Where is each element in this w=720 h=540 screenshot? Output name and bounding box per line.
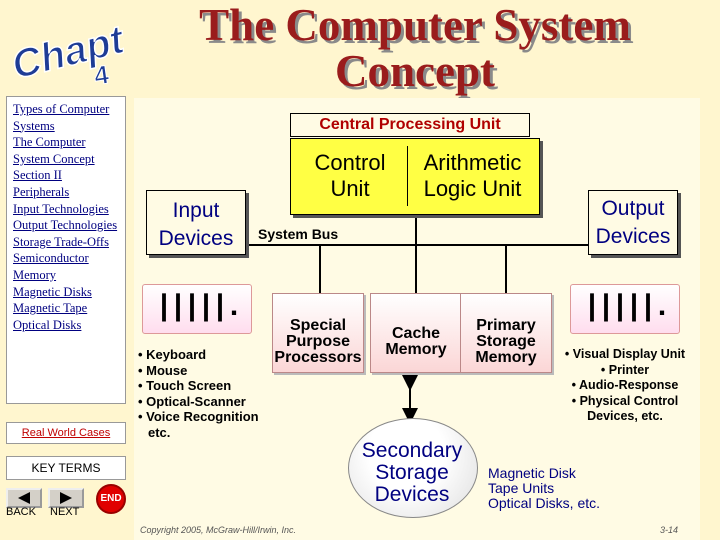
primary-storage-label: Primary Storage Memory [475,317,537,366]
next-arrow-icon [60,492,72,504]
storage-device-item: Optical Disks, etc. [488,495,601,511]
input-device-item: • Optical-Scanner [138,393,246,409]
input-device-item: • Touch Screen [138,378,232,393]
secondary-storage-label: Secondary Storage Devices [361,439,463,506]
nav-link-section-ii[interactable]: Section II [13,168,62,183]
input-keyboard-graphic: |||||. [142,284,252,334]
input-device-item: • Mouse [138,362,188,378]
storage-devices-list: Magnetic Disk Tape Units Optical Disks, … [488,466,600,511]
next-button[interactable] [48,488,84,508]
nav-link-peripherals[interactable]: Peripherals [13,184,70,199]
cache-memory-label: Cache Memory [385,325,447,358]
storage-device-item: Tape Units [488,480,555,496]
copyright-text: Copyright 2005, McGraw-Hill/Irwin, Inc. [140,525,297,535]
cpu-divider [407,146,408,206]
nav-link-computer-system-concept[interactable]: The Computer System Concept [13,135,95,166]
end-button[interactable]: END [96,484,126,514]
primary-storage-box [460,293,552,373]
output-device-item: • Printer [600,362,650,377]
cpu-label: Central Processing Unit [290,113,530,137]
control-unit-label: Control Unit [314,150,386,201]
output-device-item: • Physical Control Devices, etc. [571,393,679,424]
real-world-cases-link[interactable]: Real World Cases [6,422,126,444]
nav-link-types-of-computer-systems[interactable]: Types of Computer Systems [13,102,110,133]
input-devices-list: • Keyboard • Mouse • Touch Screen • Opti… [138,347,259,440]
key-terms-button[interactable]: KEY TERMS [6,456,126,480]
system-bus-label: System Bus [258,226,339,242]
nav-link-semiconductor-memory[interactable]: Semiconductor Memory [13,251,89,282]
output-devices-list: • Visual Display Unit • Printer • Audio-… [558,347,692,425]
nav-link-input-technologies[interactable]: Input Technologies [13,201,109,216]
output-keyboard-graphic: |||||. [570,284,680,334]
back-button[interactable] [6,488,42,508]
output-device-item: • Audio-Response [571,378,679,392]
keyboard-keys-icon: |||||. [155,291,243,325]
chapter-logo: Chapter 4 [7,7,124,91]
nav-link-output-technologies[interactable]: Output Technologies [13,218,118,233]
back-label: BACK [6,506,36,518]
output-devices-box: Output Devices [588,190,678,255]
special-processors-label: Special Purpose Processors [274,317,362,366]
page-number: 3-14 [660,525,679,535]
input-devices-box: Input Devices [146,190,246,255]
nav-link-magnetic-tape[interactable]: Magnetic Tape [13,301,88,316]
back-arrow-icon [18,492,30,504]
nav-link-magnetic-disks[interactable]: Magnetic Disks [13,284,92,299]
nav-link-storage-trade-offs[interactable]: Storage Trade-Offs [13,234,109,249]
storage-device-item: Magnetic Disk [488,465,576,481]
cache-memory-box [370,293,462,373]
input-device-item: etc. [148,424,171,440]
output-device-item: • Visual Display Unit [564,347,686,361]
chapter-number: 4 [92,59,111,91]
input-device-item: • Voice Recognition [138,409,259,424]
keyboard-keys-icon: |||||. [583,291,671,325]
alu-label: Arithmetic Logic Unit [423,150,522,201]
next-label: NEXT [50,506,80,518]
cpu-box [290,138,540,215]
nav-link-optical-disks[interactable]: Optical Disks [13,317,82,332]
input-device-item: • Keyboard [138,347,207,362]
secondary-storage-shape [348,418,478,518]
chapter-nav: Types of Computer Systems The Computer S… [6,96,126,404]
special-processors-box [272,293,364,373]
slide-title: The Computer System Concept [199,0,631,96]
